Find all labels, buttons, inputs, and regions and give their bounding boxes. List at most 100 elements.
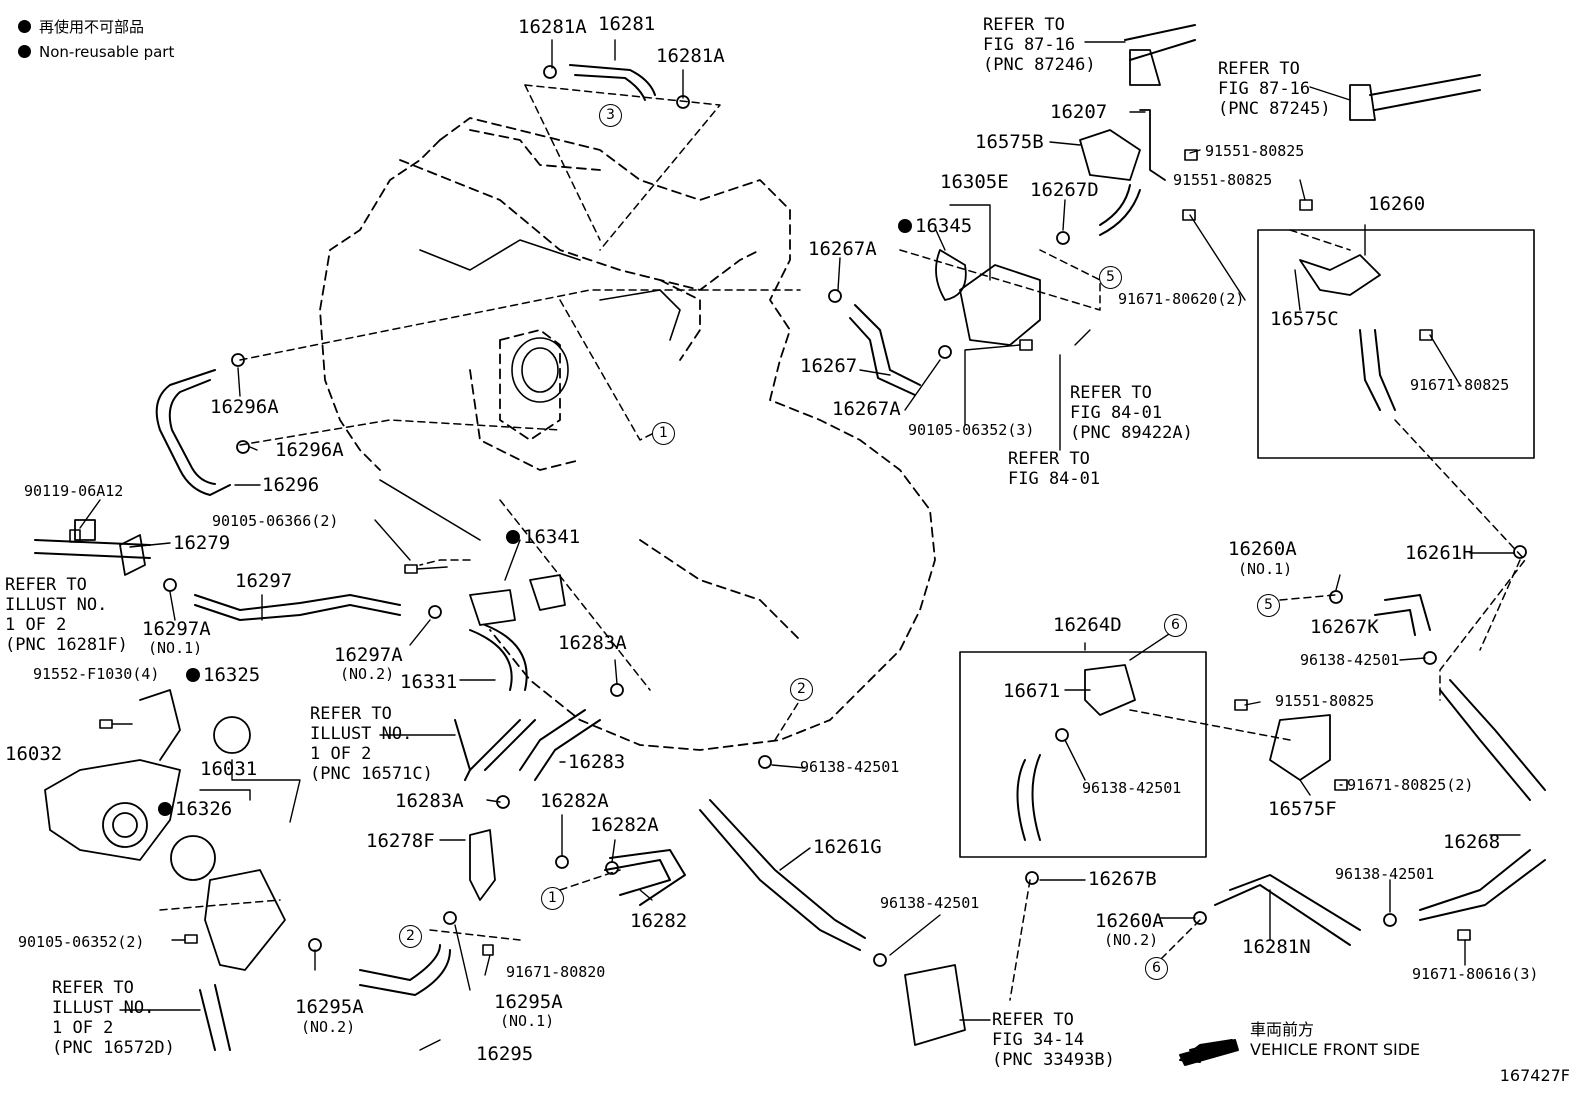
part-label: 16296 [262, 474, 320, 496]
part-label: 16575F [1268, 798, 1337, 820]
part-label: 16671 [1003, 680, 1061, 702]
legend-en: Non-reusable part [18, 43, 174, 61]
part-label: 16345 [898, 217, 972, 236]
part-label: 16281N [1242, 936, 1311, 958]
figure-id: 167427F [1499, 1066, 1570, 1085]
part-label: 91671-80820 [506, 963, 606, 981]
part-label: 16281A [656, 45, 725, 67]
part-label: 90105-06352(3) [908, 421, 1035, 439]
clamps [163, 65, 1527, 967]
part-label: 16325 [186, 666, 260, 685]
non-reusable-dot-icon [18, 20, 31, 33]
part-label: 16279 [173, 532, 231, 554]
part-label: 16283A [395, 790, 464, 812]
part-label: 16260A [1228, 538, 1297, 560]
reference-note: REFER TO FIG 87-16 (PNC 87245) [1218, 59, 1331, 119]
legend-en-text: Non-reusable part [39, 43, 175, 61]
callout-circle: 1 [541, 887, 564, 910]
part-label: 16575B [975, 131, 1044, 153]
legend-ja: 再使用不可部品 [18, 16, 144, 37]
part-label: 91671-80620(2) [1118, 290, 1245, 308]
engine-detail [379, 239, 681, 541]
part-label: 96138-42501 [1082, 779, 1182, 797]
part-label: 16331 [400, 671, 458, 693]
non-reusable-dot-icon [506, 530, 520, 544]
part-label: (NO.2) [301, 1018, 356, 1036]
part-label: 16267 [800, 355, 858, 377]
legend-ja-text: 再使用不可部品 [39, 18, 145, 36]
non-reusable-dot-icon [898, 219, 912, 233]
part-label: 16283 [568, 751, 626, 773]
reference-note: REFER TO ILLUST NO. 1 OF 2 (PNC 16572D) [52, 978, 175, 1058]
part-label: (NO.1) [1238, 560, 1293, 578]
vehicle-front-ja: 車両前方 [1250, 1020, 1315, 1039]
part-label: 91551-80825 [1173, 171, 1273, 189]
callout-circle: 3 [599, 104, 622, 127]
part-label: 16341 [506, 528, 580, 547]
part-label: 90105-06366(2) [212, 512, 339, 530]
vehicle-front-label: 車両前方 VEHICLE FRONT SIDE [1250, 1020, 1420, 1060]
part-label: 16207 [1050, 101, 1108, 123]
part-label: 16295A [295, 996, 364, 1018]
part-label: 16575C [1270, 308, 1339, 330]
part-label: 16267K [1310, 616, 1379, 638]
reference-note: REFER TO FIG 87-16 (PNC 87246) [983, 15, 1096, 75]
callout-circle: 5 [1257, 594, 1280, 617]
non-reusable-dot-icon [18, 45, 31, 58]
part-label: 96138-42501 [1300, 651, 1400, 669]
part-label: 16281 [598, 13, 656, 35]
part-label: 16297A [334, 644, 403, 666]
part-label: 16297 [235, 570, 293, 592]
part-label: 91552-F1030(4) [33, 665, 160, 683]
part-label: 16281A [518, 16, 587, 38]
part-label: 90119-06A12 [24, 482, 124, 500]
part-label: (NO.2) [1104, 931, 1159, 949]
reference-note: REFER TO ILLUST NO. 1 OF 2 (PNC 16571C) [310, 704, 433, 784]
part-label: 16267A [808, 238, 877, 260]
part-label: 16278F [366, 830, 435, 852]
water-pump [44, 49, 1381, 1046]
part-label: 91551-80825 [1275, 692, 1375, 710]
part-label: 16032 [5, 743, 63, 765]
reference-note: REFER TO FIG 84-01 [1008, 449, 1101, 489]
non-reusable-dot-icon [186, 668, 200, 682]
part-label: (NO.1) [500, 1012, 555, 1030]
part-label: 16305E [940, 171, 1009, 193]
part-label: 16031 [200, 758, 258, 780]
part-label: 90105-06352(2) [18, 933, 145, 951]
part-label: 16267A [832, 398, 901, 420]
reference-note: REFER TO FIG 34-14 (PNC 33493B) [992, 1010, 1115, 1070]
part-label: 91671-80825(2) [1347, 776, 1474, 794]
part-label: (NO.2) [340, 665, 395, 683]
non-reusable-dot-icon [158, 802, 172, 816]
part-label: 16260A [1095, 910, 1164, 932]
part-label: 96138-42501 [1335, 865, 1435, 883]
part-label: 16282A [590, 814, 659, 836]
part-label: 96138-42501 [880, 894, 980, 912]
part-label: 16260 [1368, 193, 1426, 215]
part-label: 16282 [630, 910, 688, 932]
part-label: 16267B [1088, 868, 1157, 890]
vehicle-front-en: VEHICLE FRONT SIDE [1250, 1040, 1421, 1059]
callout-circle: 6 [1145, 957, 1168, 980]
part-label: 91671-80616(3) [1412, 965, 1539, 983]
part-label: 91551-80825 [1205, 142, 1305, 160]
part-label: 16264D [1053, 614, 1122, 636]
part-label: 16268 [1443, 831, 1501, 853]
callout-circle: 1 [652, 422, 675, 445]
callout-circle: 5 [1099, 266, 1122, 289]
reference-note: REFER TO FIG 84-01 (PNC 89422A) [1070, 383, 1193, 443]
reference-note: REFER TO ILLUST NO. 1 OF 2 (PNC 16281F) [5, 575, 128, 655]
box-16260 [1257, 229, 1535, 459]
part-label: (NO.1) [148, 639, 203, 657]
part-label: 16283A [558, 632, 627, 654]
part-label: 16267D [1030, 179, 1099, 201]
part-label: 91671-80825 [1410, 376, 1510, 394]
hoses [34, 24, 1546, 1051]
part-label: 16282A [540, 790, 609, 812]
part-label: 16295A [494, 991, 563, 1013]
part-label: 16296A [275, 439, 344, 461]
part-label: 96138-42501 [800, 758, 900, 776]
